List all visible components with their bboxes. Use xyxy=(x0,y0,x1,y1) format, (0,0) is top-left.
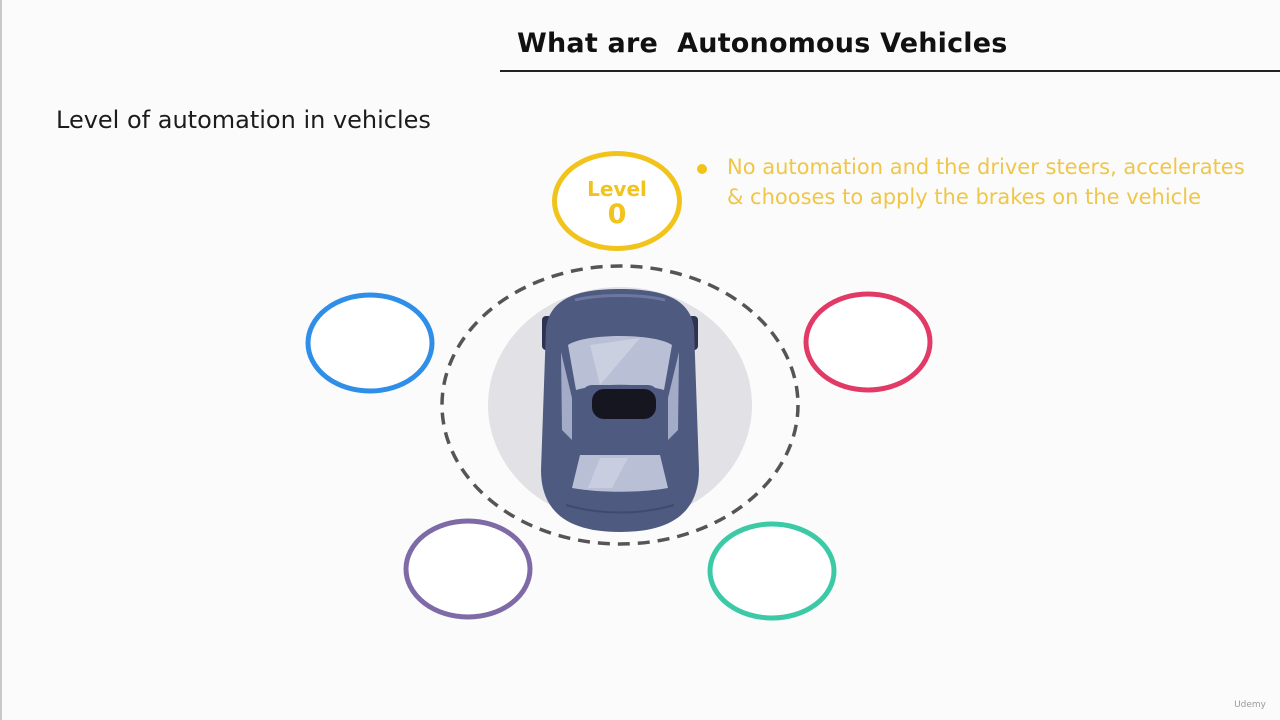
level-description: No automation and the driver steers, acc… xyxy=(727,155,1245,209)
title-underline xyxy=(500,70,1280,72)
slide-title: What are Autonomous Vehicles xyxy=(517,28,1008,59)
level-circle-purple[interactable] xyxy=(403,518,533,620)
level-0-badge[interactable]: Level 0 xyxy=(552,151,682,251)
dashed-ring xyxy=(440,264,800,546)
level-circle-blue[interactable] xyxy=(305,292,435,394)
slide-left-edge xyxy=(0,0,2,720)
level-circle-pink[interactable] xyxy=(803,291,933,393)
udemy-watermark: Udemy xyxy=(1234,700,1266,710)
bullet-dot xyxy=(697,164,707,174)
level-circle-teal[interactable] xyxy=(707,521,837,621)
level-word: Level xyxy=(587,177,647,201)
car-top-view-icon xyxy=(541,289,699,532)
slide-subtitle: Level of automation in vehicles xyxy=(56,106,431,134)
level-number: 0 xyxy=(607,199,627,230)
